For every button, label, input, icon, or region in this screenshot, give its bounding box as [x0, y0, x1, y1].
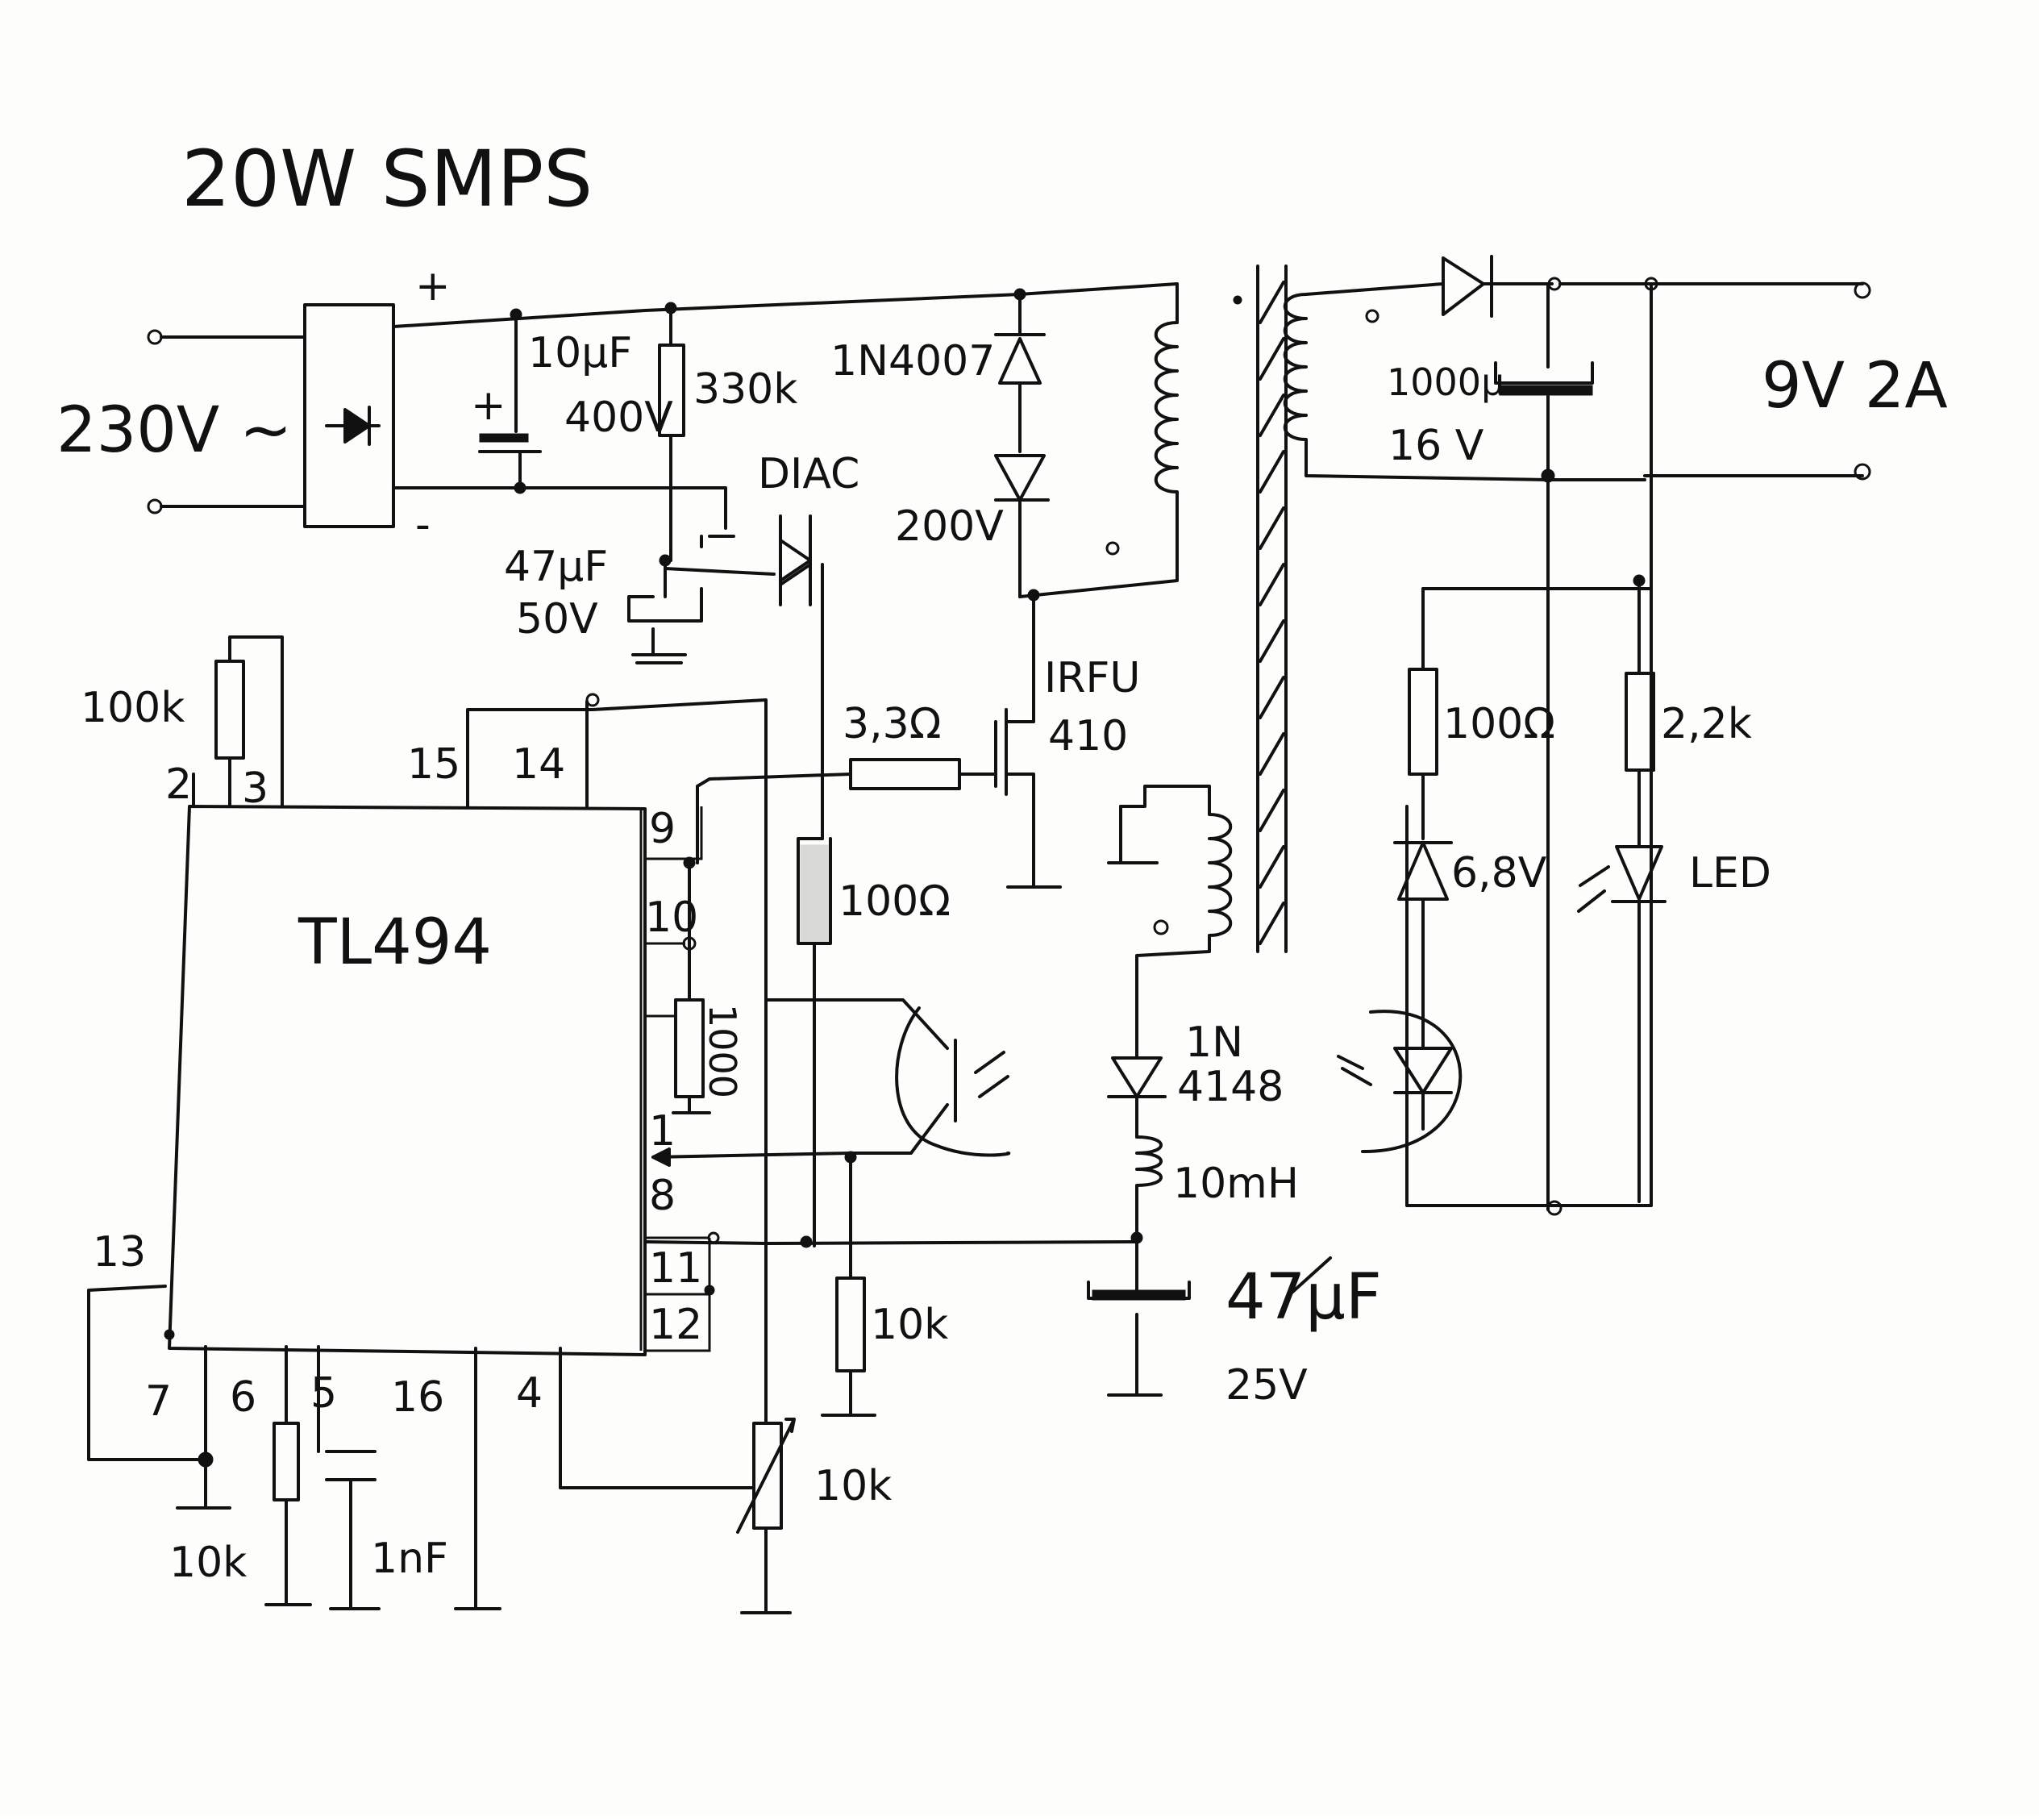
- startup-resistor-value: 330k: [693, 365, 797, 414]
- output-cap-value: 1000µ: [1387, 360, 1504, 404]
- sense-resistor-value: 100Ω: [838, 877, 951, 926]
- resistor-100k: 100k: [81, 635, 284, 808]
- aux-supply: 1N 4148 10mH 47µF 25V: [1087, 1018, 1382, 1410]
- svg-text:6: 6: [230, 1373, 256, 1422]
- ic-pin-labels: 2 3 15 14 9 10 1 8 11 12 13 7 6 5 16 4: [93, 740, 702, 1426]
- secondary-winding: [1283, 282, 1550, 481]
- tl494-ic: TL494: [168, 805, 647, 1356]
- primary-winding: [1018, 321, 1179, 598]
- snubber-diode-label: 1N4007: [830, 337, 995, 385]
- mosfet: IRFU 410: [958, 595, 1140, 889]
- res-10k-opto-value: 10k: [871, 1301, 948, 1349]
- svg-text:15: 15: [407, 740, 460, 789]
- feedback-chain: 100Ω 6,8V: [1337, 587, 1555, 1154]
- optocoupler-transistor: [651, 998, 1011, 1167]
- svg-text:7: 7: [145, 1377, 172, 1426]
- svg-text:5: 5: [310, 1369, 337, 1418]
- svg-text:8: 8: [649, 1172, 676, 1220]
- gate-resistor-value: 3,3Ω: [843, 700, 941, 748]
- bridge-rectifier: + -: [303, 262, 451, 549]
- vcc-bus: [643, 1240, 1138, 1245]
- svg-text:14: 14: [512, 740, 565, 789]
- bulk-capacitor: + 10µF 400V: [471, 313, 673, 489]
- mosfet-number: 410: [1048, 712, 1128, 760]
- pin16-ground: [454, 1347, 501, 1610]
- pot-10k-value: 10k: [814, 1462, 892, 1510]
- diac: DIAC: [664, 450, 859, 840]
- timing-capacitor-value: 1nF: [371, 1535, 448, 1583]
- svg-text:3: 3: [242, 764, 268, 813]
- output-cap-voltage: 16 V: [1388, 422, 1484, 470]
- svg-text:9: 9: [649, 805, 676, 853]
- svg-text:11: 11: [649, 1244, 702, 1293]
- ic-name: TL494: [298, 906, 492, 979]
- snubber-zener-label: 200V: [895, 502, 1004, 551]
- svg-text:+: +: [471, 381, 506, 430]
- snubber: 1N4007 200V: [830, 293, 1050, 598]
- startup-resistor: 330k: [658, 306, 797, 562]
- ref-line: [466, 698, 768, 1389]
- mosfet-type: IRFU: [1044, 654, 1140, 702]
- startup-cap-voltage: 50V: [516, 595, 598, 643]
- output-positive-rail: [1405, 282, 1653, 1207]
- winding-dot: [1153, 919, 1169, 935]
- output-rectifier: 9V 2A: [1442, 255, 1948, 481]
- output-voltage-label: 9V 2A: [1762, 350, 1948, 423]
- comp-network: 1000: [672, 785, 744, 1114]
- svg-text:1: 1: [649, 1107, 676, 1156]
- bulk-cap-value: 10µF: [528, 329, 632, 377]
- hv-positive-rail: [392, 282, 1179, 328]
- timing-capacitor: 1nF: [317, 1345, 448, 1610]
- winding-dot: [1105, 541, 1120, 556]
- indicator-resistor-value: 2,2k: [1661, 700, 1752, 748]
- hv-negative-rail: [392, 486, 727, 530]
- mains-input: 230V ~: [56, 329, 306, 514]
- schematic-title: 20W SMPS: [181, 134, 593, 224]
- svg-text:13: 13: [93, 1228, 146, 1276]
- dc-plus-label: +: [415, 262, 451, 310]
- svg-text:16: 16: [391, 1373, 444, 1422]
- res-1000-value: 1000: [701, 1004, 744, 1098]
- ic-ground-loop: [87, 1285, 231, 1510]
- input-terminal-top: [147, 329, 163, 345]
- output-terminal-positive: [1854, 281, 1871, 299]
- aux-cap-value: 47µF: [1225, 1261, 1382, 1334]
- auxiliary-winding: [1107, 785, 1233, 1050]
- aux-cap-voltage: 25V: [1225, 1361, 1308, 1410]
- timing-resistor-value: 10k: [169, 1539, 247, 1587]
- diac-label: DIAC: [758, 450, 859, 498]
- aux-diode-type: 1N: [1185, 1018, 1243, 1067]
- startup-capacitor: 47µF 50V: [504, 543, 703, 664]
- output-terminal-negative: [1854, 463, 1871, 481]
- sense-resistor: 100Ω: [797, 837, 951, 1247]
- res-100k-value: 100k: [81, 684, 185, 732]
- transformer-core: [1233, 264, 1288, 953]
- indicator-led-label: LED: [1689, 849, 1771, 898]
- zener-68-label: 6,8V: [1451, 849, 1547, 898]
- svg-text:12: 12: [649, 1301, 702, 1349]
- resistor-10k-opto: 10k: [821, 1156, 948, 1417]
- svg-text:2: 2: [165, 760, 192, 809]
- dc-minus-label: -: [415, 501, 431, 549]
- bulk-cap-voltage: 400V: [564, 394, 673, 442]
- inductor-label: 10mH: [1173, 1160, 1299, 1208]
- startup-cap-value: 47µF: [504, 543, 608, 591]
- core-dot: [1233, 295, 1242, 305]
- output-capacitor: 1000µ 16 V: [1387, 282, 1594, 1211]
- input-terminal-bottom: [147, 498, 163, 514]
- gate-resistor: 3,3Ω: [696, 700, 961, 864]
- aux-diode-number: 4148: [1177, 1063, 1284, 1111]
- input-voltage-label: 230V ~: [56, 394, 292, 467]
- indicator-led-branch: 2,2k LED: [1577, 579, 1771, 1203]
- timing-resistor: 10k: [169, 1345, 312, 1606]
- feedback-resistor-value: 100Ω: [1443, 700, 1555, 748]
- winding-dot: [1365, 309, 1379, 323]
- svg-text:4: 4: [516, 1369, 543, 1418]
- potentiometer-10k: 10k: [559, 1347, 892, 1614]
